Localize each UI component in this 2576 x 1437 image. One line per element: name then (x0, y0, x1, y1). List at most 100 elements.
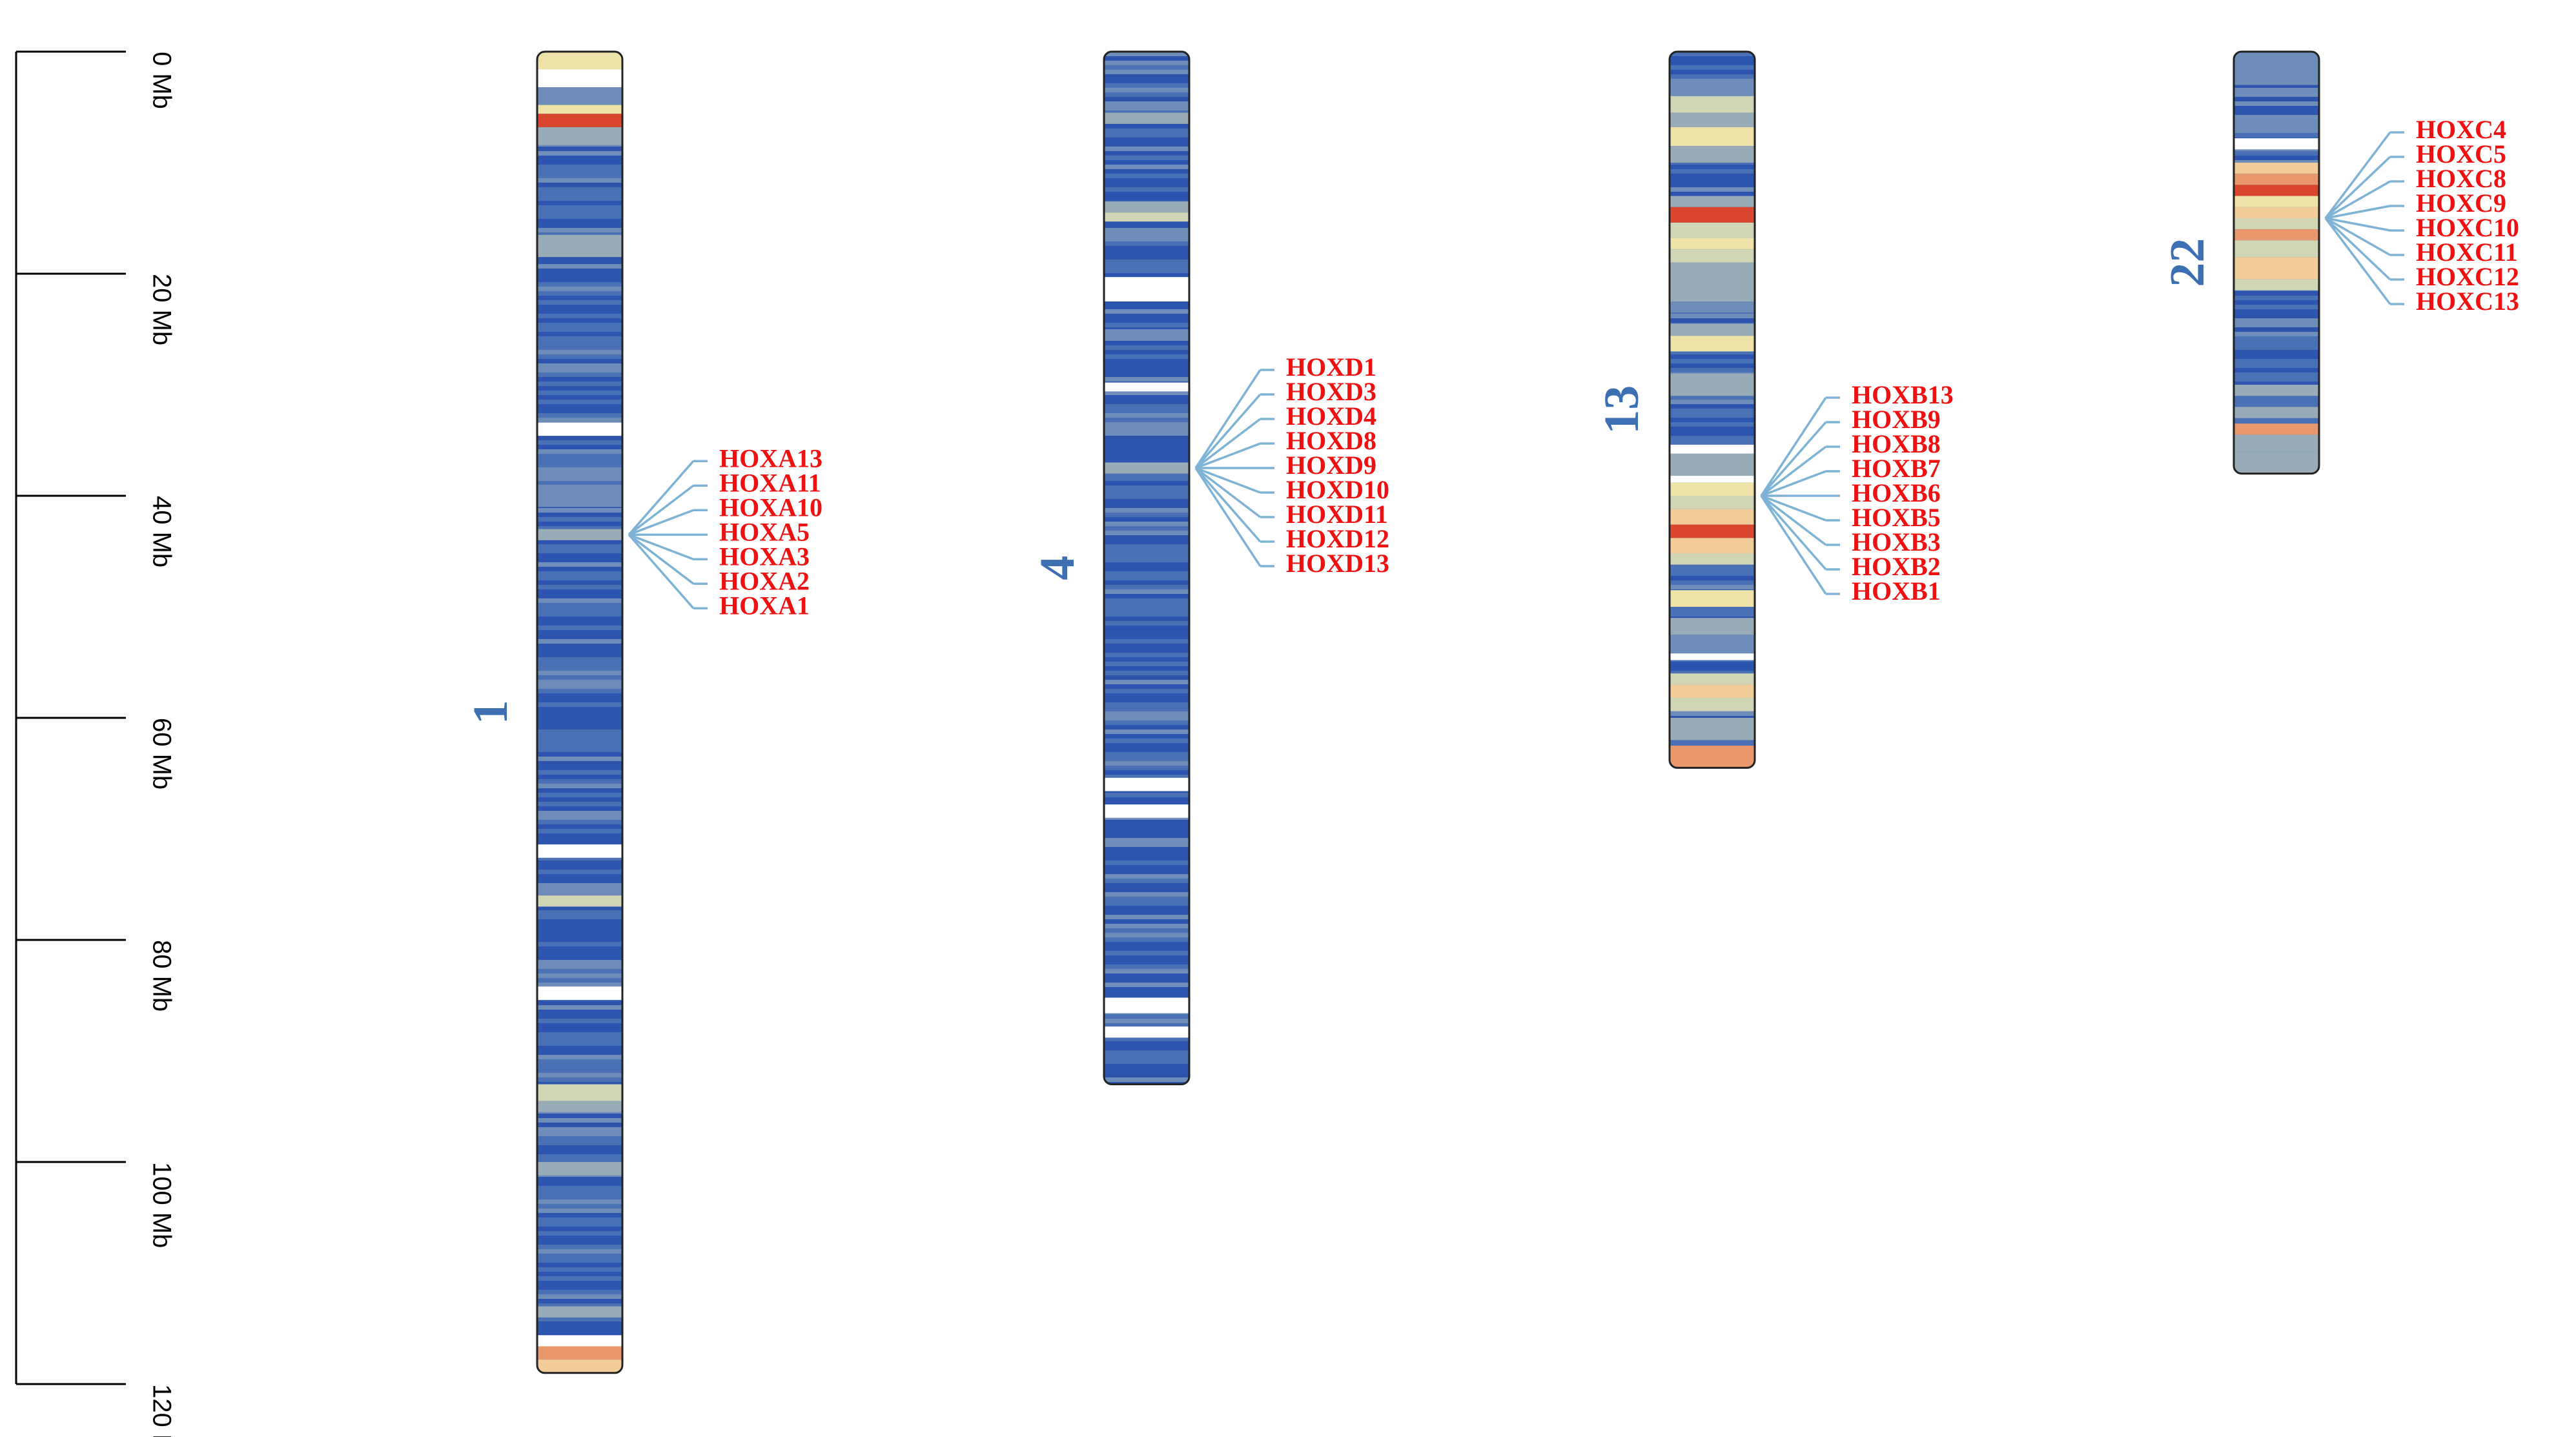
density-band (1104, 1050, 1189, 1055)
density-band (1104, 363, 1189, 369)
density-band (537, 752, 622, 757)
density-band (537, 127, 622, 145)
density-band (537, 1055, 622, 1060)
density-band (2234, 160, 2319, 165)
density-band (537, 973, 622, 979)
density-band (1104, 666, 1189, 671)
density-band (2234, 97, 2319, 102)
density-band (537, 300, 622, 305)
density-band (1104, 752, 1189, 757)
density-band (1104, 770, 1189, 775)
density-band (1670, 61, 1755, 66)
density-band (2234, 451, 2319, 474)
density-band (537, 748, 622, 753)
density-band (2234, 291, 2319, 296)
gene-label: HOXB8 (1852, 429, 1941, 458)
density-band (537, 354, 622, 360)
density-band (1104, 237, 1189, 242)
density-band (1104, 739, 1189, 744)
gene-connector (1760, 421, 1827, 497)
density-band (1104, 318, 1189, 323)
density-band (1104, 250, 1189, 256)
density-band (537, 761, 622, 766)
gap-band (537, 1335, 622, 1347)
density-band (537, 766, 622, 771)
density-band (1670, 359, 1755, 364)
density-band (537, 648, 622, 653)
density-band (1104, 377, 1189, 382)
density-band (537, 707, 622, 712)
density-band (2234, 257, 2319, 280)
density-band (537, 386, 622, 391)
density-band (1670, 249, 1755, 263)
density-band (1670, 192, 1755, 197)
density-band (537, 635, 622, 640)
density-band (537, 332, 622, 337)
density-band (1104, 657, 1189, 662)
density-band (537, 793, 622, 798)
density-band (537, 870, 622, 875)
gene-label: HOXB9 (1852, 405, 1941, 434)
density-band (1670, 301, 1755, 313)
density-band (1670, 404, 1755, 409)
density-band (1104, 1014, 1189, 1019)
density-band (537, 1068, 622, 1074)
density-band (1104, 418, 1189, 423)
scale-tick-label: 40 Mb (147, 496, 176, 567)
scale-tick-label: 60 Mb (147, 718, 176, 790)
gene-connector (1760, 495, 1827, 595)
density-band (537, 1330, 622, 1336)
density-band (1104, 391, 1189, 396)
density-band (537, 1299, 622, 1304)
gene-connector (1194, 467, 1262, 543)
density-band (1670, 207, 1755, 223)
gene-label: HOXD3 (1286, 377, 1376, 406)
density-band (2234, 133, 2319, 138)
density-band (537, 571, 622, 576)
density-band (1104, 269, 1189, 274)
gap-band (1670, 444, 1755, 454)
density-band (1104, 987, 1189, 992)
density-band (2234, 359, 2319, 364)
density-band (1670, 409, 1755, 414)
density-band (1104, 983, 1189, 988)
density-band (1104, 919, 1189, 924)
density-band (1670, 363, 1755, 369)
density-band (537, 305, 622, 310)
density-band (1670, 336, 1755, 352)
density-band (1104, 309, 1189, 314)
density-band (1104, 702, 1189, 708)
density-band (1104, 951, 1189, 956)
density-band (537, 269, 622, 274)
density-band (2234, 395, 2319, 400)
density-band (1104, 65, 1189, 70)
density-band (1104, 644, 1189, 649)
density-band (2234, 404, 2319, 409)
density-band (1104, 458, 1189, 464)
density-band (537, 1208, 622, 1214)
density-band (1670, 65, 1755, 70)
density-band (1104, 883, 1189, 888)
density-band (1670, 373, 1755, 396)
density-band (537, 409, 622, 414)
density-band (537, 192, 622, 197)
density-band (537, 811, 622, 816)
gene-connector (628, 533, 695, 585)
density-band (1670, 427, 1755, 432)
density-band (1104, 617, 1189, 622)
density-band (537, 1141, 622, 1146)
density-band (537, 942, 622, 947)
density-band (1670, 562, 1755, 567)
density-band (537, 969, 622, 974)
density-band (1104, 106, 1189, 111)
density-band (537, 467, 622, 473)
density-band (537, 1136, 622, 1141)
density-band (1104, 748, 1189, 753)
density-band (537, 716, 622, 721)
density-band (537, 1181, 622, 1187)
density-band (1670, 612, 1755, 617)
density-band (2234, 196, 2319, 207)
density-band (537, 1064, 622, 1069)
density-band (1670, 178, 1755, 183)
density-band (537, 1199, 622, 1205)
